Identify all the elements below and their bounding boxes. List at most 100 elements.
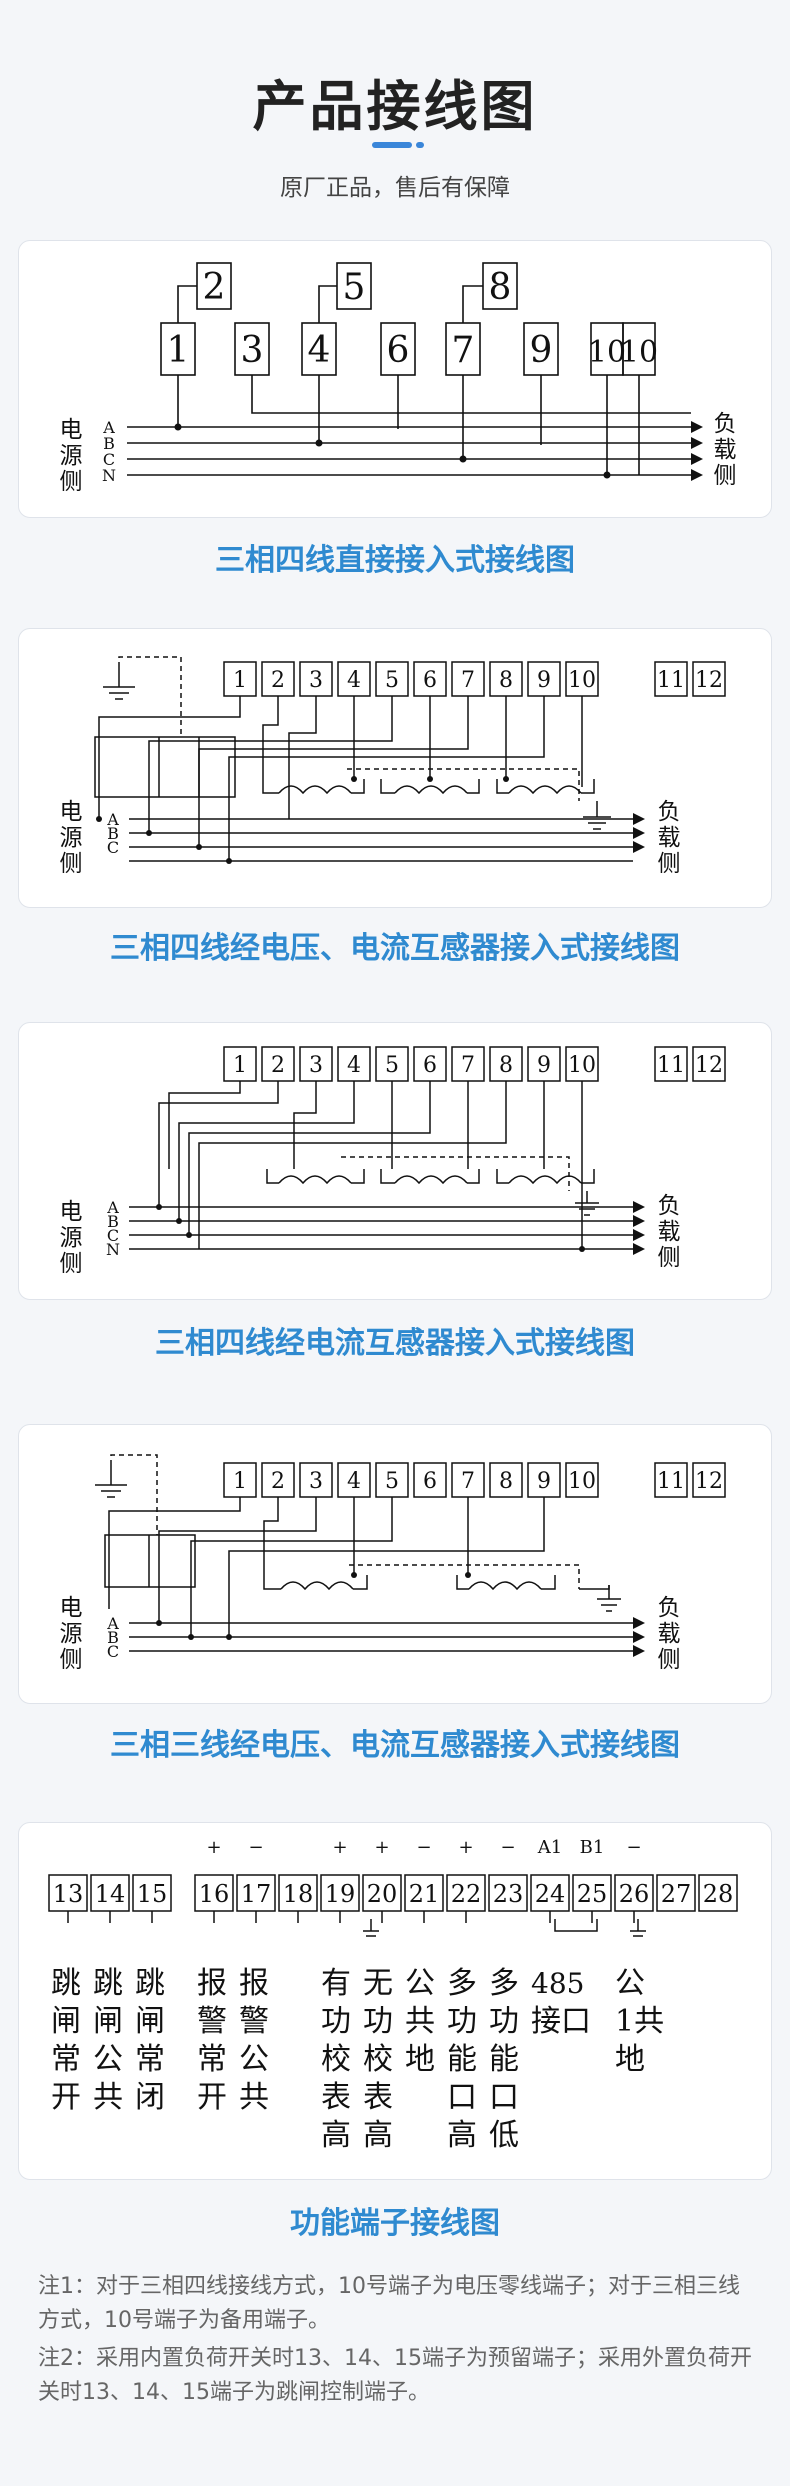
function-label: 无: [363, 1966, 393, 2001]
function-terminal-number: 28: [703, 1880, 734, 1908]
function-label: 共: [93, 2080, 123, 2115]
function-terminal-sign: +: [206, 1837, 221, 1858]
d4-source-2: 源: [60, 1621, 83, 1647]
function-label: 常: [51, 2042, 81, 2077]
d4-terminal-4: 4: [347, 1469, 361, 1494]
d2-source-3: 侧: [60, 851, 83, 877]
d4-terminal-3: 3: [309, 1469, 323, 1494]
d4-load-1: 负: [658, 1595, 681, 1621]
d3-terminal-11: 11: [657, 1053, 685, 1078]
d1-phase-b: B: [103, 434, 115, 453]
d3-terminal-3: 3: [309, 1053, 323, 1078]
d1-terminal-8: 8: [489, 267, 512, 308]
diagram-3-caption: 三相四线经电流互感器接入式接线图: [155, 1326, 635, 1361]
title-underline-dot: [416, 142, 424, 148]
page-title: 产品接线图: [252, 75, 538, 138]
diagram-3-svg: 1 2 3 4 5 6 7 8 9 10 11 12 电 源 侧 负 载 侧 A…: [60, 1046, 726, 1277]
function-label: 多: [489, 1966, 519, 2001]
d3-load-3: 侧: [658, 1245, 681, 1271]
diagram-card-3: 1 2 3 4 5 6 7 8 9 10 11 12 电 源 侧 负 载 侧 A…: [18, 1022, 772, 1300]
d1-load-3: 侧: [714, 463, 737, 489]
function-label: 功: [489, 2004, 519, 2039]
function-terminal-number: 25: [577, 1880, 608, 1908]
title-underline: [372, 142, 412, 148]
function-label: 常: [135, 2042, 165, 2077]
d1-source-2: 源: [60, 443, 83, 469]
function-label: 共: [405, 2004, 435, 2039]
d4-terminal-9: 9: [537, 1469, 551, 1494]
d1-terminal-1: 1: [167, 330, 190, 371]
function-label: 校: [363, 2042, 393, 2077]
function-terminal-number: 23: [493, 1880, 524, 1908]
d4-terminal-8: 8: [499, 1469, 513, 1494]
function-terminal-number: 24: [535, 1880, 566, 1908]
d1-phase-c: C: [103, 450, 115, 469]
function-label: 多: [447, 1966, 477, 2001]
d1-terminal-4: 4: [308, 330, 331, 371]
d2-terminal-5: 5: [385, 668, 399, 693]
d2-source-2: 源: [60, 825, 83, 851]
d4-load-2: 载: [658, 1621, 681, 1647]
d4-terminal-10: 10: [568, 1469, 596, 1494]
function-terminal-sign: +: [458, 1837, 473, 1858]
function-terminal-box: [488, 1874, 528, 1912]
function-label: 闸: [135, 2004, 165, 2039]
function-terminal-number: 19: [325, 1880, 356, 1908]
function-label: 常: [197, 2042, 227, 2077]
d3-phase-b: B: [107, 1212, 119, 1231]
d4-terminal-6: 6: [423, 1469, 437, 1494]
diagram-2-caption: 三相四线经电压、电流互感器接入式接线图: [110, 931, 680, 966]
d4-terminal-11: 11: [657, 1469, 685, 1494]
d3-phase-n: N: [106, 1240, 120, 1259]
d3-load-2: 载: [658, 1219, 681, 1245]
d4-terminal-5: 5: [385, 1469, 399, 1494]
function-label: 闸: [93, 2004, 123, 2039]
diagram-card-4: 1 2 3 4 5 6 7 8 9 10 11 12 电 源 侧 负 载 侧 A…: [18, 1424, 772, 1704]
d2-terminal-7: 7: [461, 668, 475, 693]
diagram-2-svg: 1 2 3 4 5 6 7 8 9 10 11 12 电 源 侧 负 载 侧 A…: [60, 656, 726, 877]
function-label: 能: [447, 2042, 477, 2077]
d1-terminal-9: 9: [530, 330, 553, 371]
function-label: 功: [447, 2004, 477, 2039]
d2-terminal-4: 4: [347, 668, 361, 693]
function-label: 功: [321, 2004, 351, 2039]
d2-terminal-1: 1: [233, 668, 247, 693]
d3-phase-a: A: [106, 1198, 119, 1217]
d3-terminal-4: 4: [347, 1053, 361, 1078]
d2-load-2: 载: [658, 825, 681, 851]
diagram-1-caption: 三相四线直接接入式接线图: [215, 543, 575, 578]
function-label: 校: [321, 2042, 351, 2077]
d2-terminal-3: 3: [309, 668, 323, 693]
d2-load-3: 侧: [658, 851, 681, 877]
d2-terminal-10: 10: [568, 668, 596, 693]
function-label: 公: [93, 2042, 123, 2077]
d3-phase-c: C: [107, 1226, 119, 1245]
d2-phase-b: B: [107, 824, 119, 843]
function-label: 开: [51, 2080, 81, 2115]
function-terminal-sign: −: [416, 1837, 431, 1858]
d4-phase-b: B: [107, 1628, 119, 1647]
function-label: 高: [447, 2118, 477, 2153]
d3-terminal-6: 6: [423, 1053, 437, 1078]
function-label: 开: [197, 2080, 227, 2115]
function-terminal-sign: −: [626, 1837, 641, 1858]
function-label: 报: [197, 1966, 227, 2001]
d2-terminal-8: 8: [499, 668, 513, 693]
function-terminal-sign: A1: [537, 1837, 562, 1858]
diagram-4-svg: 1 2 3 4 5 6 7 8 9 10 11 12 电 源 侧 负 载 侧 A…: [60, 1454, 726, 1673]
diagram-4-caption: 三相三线经电压、电流互感器接入式接线图: [110, 1728, 680, 1763]
function-label: 高: [363, 2118, 393, 2153]
function-label: 口: [489, 2080, 519, 2115]
d4-phase-c: C: [107, 1642, 119, 1661]
d4-terminal-7: 7: [461, 1469, 475, 1494]
function-label: 警: [239, 2004, 269, 2039]
d1-phase-a: A: [102, 418, 115, 437]
function-terminal-number: 13: [53, 1880, 84, 1908]
function-label: 共: [239, 2080, 269, 2115]
d3-terminal-7: 7: [461, 1053, 475, 1078]
d3-terminal-1: 1: [233, 1053, 247, 1078]
function-label: 1共: [615, 2004, 664, 2039]
function-label: 闭: [135, 2080, 165, 2115]
